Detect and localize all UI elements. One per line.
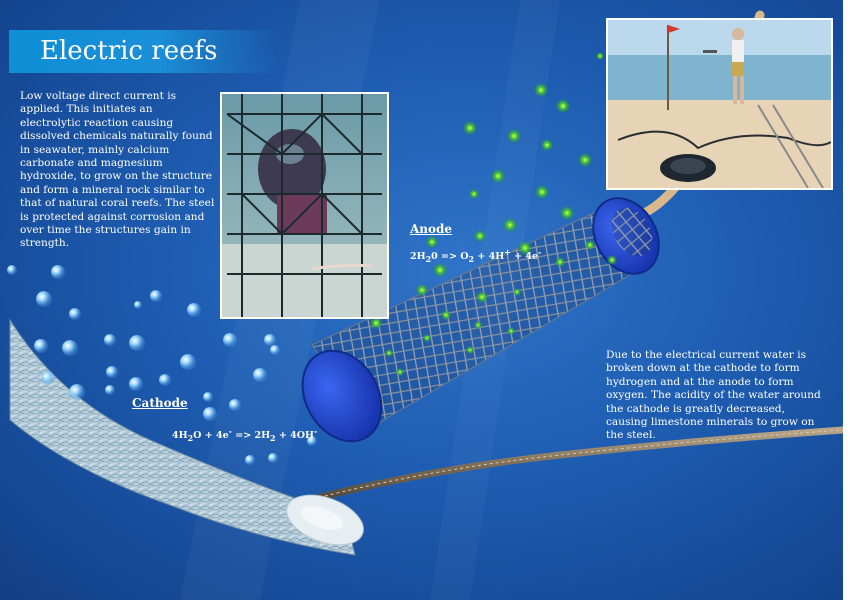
anode-equation: 2H20 => O2 + 4H+ + 4e- [410,248,542,265]
anode-label: Anode [410,222,453,236]
page-title: Electric reefs [40,36,218,66]
intro-paragraph: Low voltage direct current is applied. T… [20,90,215,250]
explanation-paragraph: Due to the electrical current water is b… [606,349,821,442]
cathode-label: Cathode [132,396,188,410]
beach-cable-photo [606,18,833,190]
diver-photo-icon [222,94,387,317]
oxygen-bubbles [370,52,617,376]
hydrogen-bubbles [7,265,317,465]
beach-cable-photo-icon [608,20,831,188]
cathode-equation: 4H2O + 4e- => 2H2 + 4OH- [172,427,318,444]
title-bar [9,30,279,73]
diver-photo [220,92,389,319]
